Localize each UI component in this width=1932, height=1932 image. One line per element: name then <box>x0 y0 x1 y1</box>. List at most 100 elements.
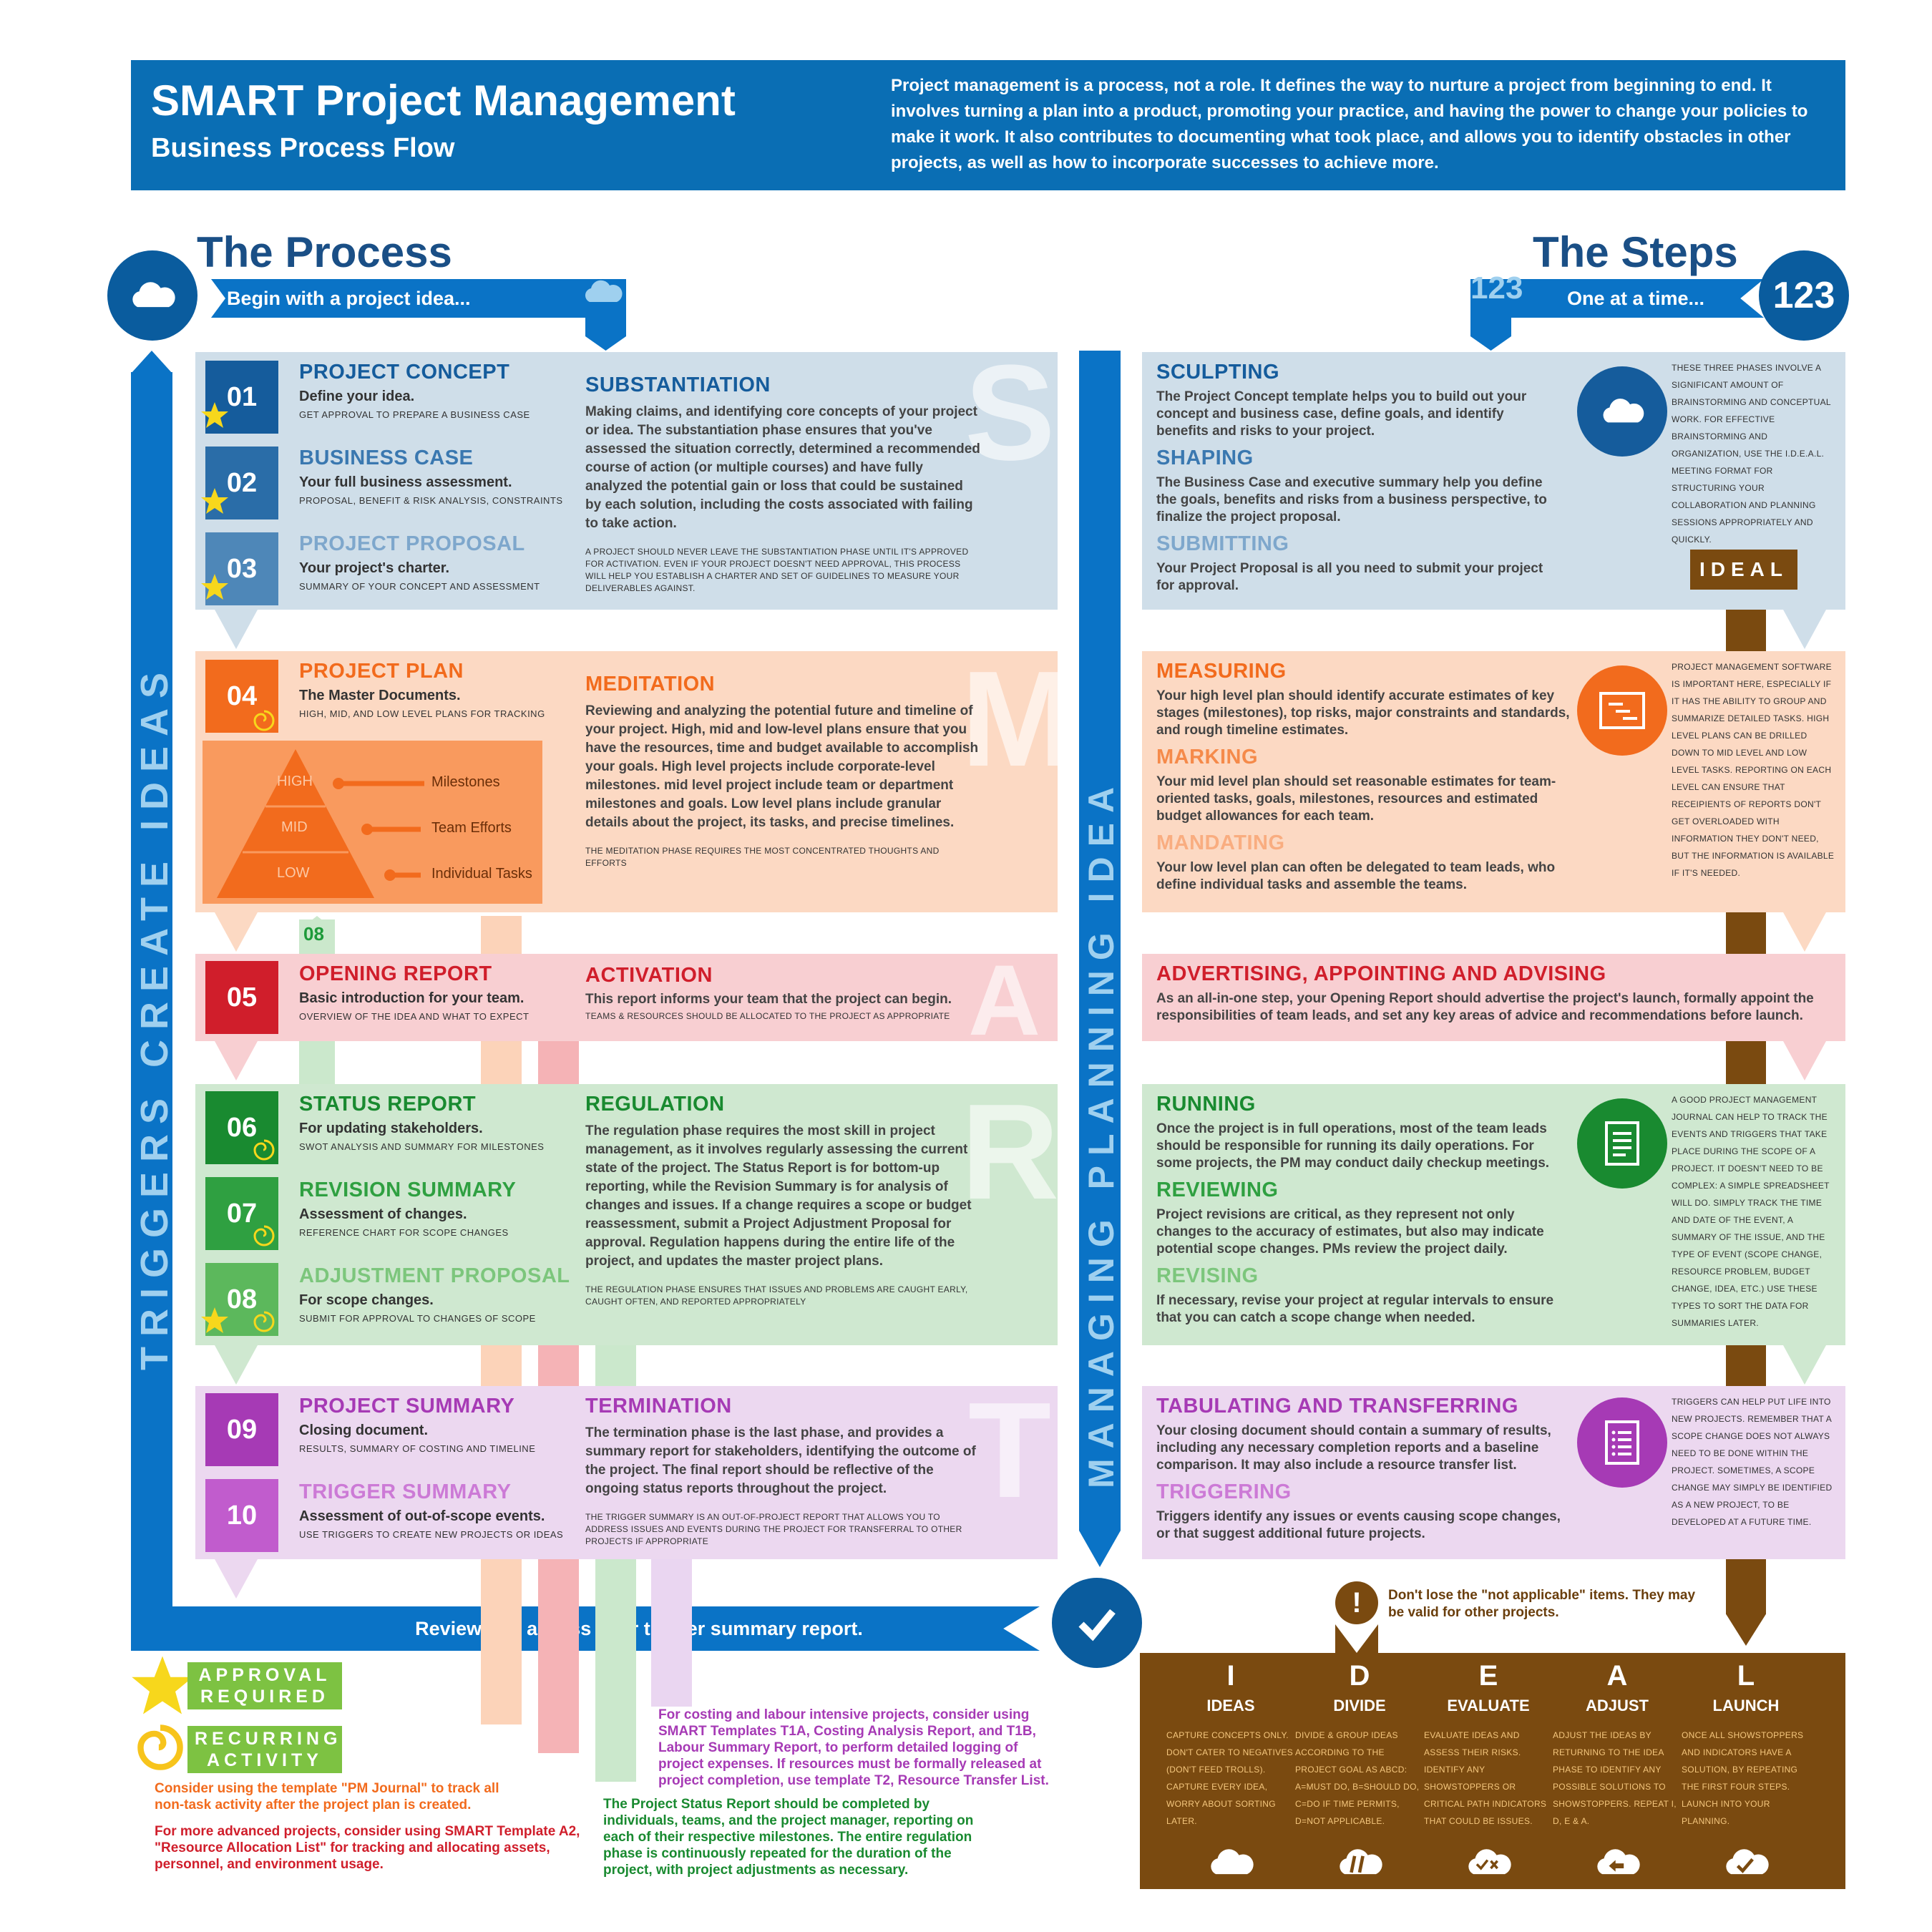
step-title: BUSINESS CASE <box>299 447 474 469</box>
legend-approval: APPROVAL REQUIRED <box>187 1662 342 1709</box>
ribbon-tail <box>585 315 626 351</box>
step-title: PROJECT CONCEPT <box>299 361 510 384</box>
phase-text: The regulation phase requires the most s… <box>585 1123 972 1269</box>
step-09-number: 09 <box>205 1393 278 1466</box>
pyramid-label-team: Team Efforts <box>431 820 512 836</box>
step-title: OPENING REPORT <box>299 962 492 985</box>
step-small: RESULTS, SUMMARY OF COSTING AND TIMELINE <box>299 1443 536 1454</box>
step-text: Your closing document should contain a s… <box>1156 1423 1551 1473</box>
ideal-letter: E <box>1478 1660 1498 1692</box>
ideal-notch <box>1335 1624 1378 1653</box>
ideal-desc: ADJUST THE IDEAS BY RETURNING TO THE IDE… <box>1553 1730 1677 1826</box>
step-title: REVIEWING <box>1156 1179 1279 1201</box>
arrow-up <box>131 351 172 374</box>
steps-ribbon: One at a time... <box>1470 279 1764 318</box>
star-icon <box>132 1656 193 1714</box>
step-title: MANDATING <box>1156 831 1285 854</box>
ideal-desc: DIVIDE & GROUP IDEAS ACCORDING TO THE PR… <box>1295 1730 1420 1826</box>
step-small: SUBMIT FOR APPROVAL TO CHANGES OF SCOPE <box>299 1313 536 1324</box>
note-orange: Consider using the template "PM Journal"… <box>155 1781 499 1813</box>
phase-title: SUBSTANTIATION <box>585 374 771 396</box>
step-title: REVISING <box>1156 1264 1259 1287</box>
ideal-word: DIVIDE <box>1333 1697 1386 1714</box>
step-sub: Closing document. <box>299 1423 428 1438</box>
phase-note: THE MEDITATION PHASE REQUIRES THE MOST C… <box>585 846 940 868</box>
step-title: PROJECT PROPOSAL <box>299 532 525 555</box>
gantt-icon <box>1577 665 1667 756</box>
step-sub: For scope changes. <box>299 1292 434 1308</box>
ideal-tag: IDEAL <box>1690 550 1797 590</box>
side-note-idea: THESE THREE PHASES INVOLVE A SIGNIFICANT… <box>1672 363 1831 545</box>
step-tabulating: TABULATING AND TRANSFERRING Your closing … <box>1156 1395 1571 1474</box>
step-07-number: 07 <box>205 1177 278 1250</box>
pyramid-label-tasks: Individual Tasks <box>431 866 532 882</box>
ideal-letter: A <box>1606 1660 1628 1692</box>
step-text: If necessary, revise your project at reg… <box>1156 1293 1554 1325</box>
phase-note: TEAMS & RESOURCES SHOULD BE ALLOCATED TO… <box>585 1011 950 1021</box>
cloud-adjust-icon <box>1597 1849 1640 1875</box>
ideal-word: IDEAS <box>1206 1697 1255 1714</box>
step-title: ADVERTISING, APPOINTING AND ADVISING <box>1156 962 1606 985</box>
ideal-letter: D <box>1349 1660 1370 1692</box>
arrow-down <box>1783 610 1826 649</box>
ideal-desc: EVALUATE IDEAS AND ASSESS THEIR RISKS. I… <box>1424 1730 1547 1826</box>
band-closing-steps: TABULATING AND TRANSFERRING Your closing … <box>1142 1386 1845 1559</box>
star-icon <box>201 574 228 600</box>
cloud-check-icon <box>1726 1849 1769 1875</box>
star-icon <box>201 402 228 428</box>
watermark-letter: T <box>968 1375 1052 1526</box>
step-05-number: 05 <box>205 961 278 1034</box>
process-ribbon: Begin with a project idea... <box>211 279 626 318</box>
step-text: Your high level plan should identify acc… <box>1156 688 1570 738</box>
step-title: SUBMITTING <box>1156 532 1289 555</box>
arrow-down <box>215 610 258 649</box>
step-small: GET APPROVAL TO PREPARE A BUSINESS CASE <box>299 409 530 420</box>
phase-note: THE REGULATION PHASE ENSURES THAT ISSUES… <box>585 1284 968 1307</box>
side-note-closing: TRIGGERS CAN HELP PUT LIFE INTO NEW PROJ… <box>1672 1397 1833 1527</box>
phase-substantiation: SUBSTANTIATION Making claims, and identif… <box>585 374 982 595</box>
step-sub: Your project's charter. <box>299 560 450 576</box>
step-06-number: 06 <box>205 1091 278 1164</box>
star-icon <box>201 1307 228 1333</box>
ideal-word: LAUNCH <box>1712 1697 1780 1714</box>
exclamation-icon: ! <box>1335 1581 1378 1624</box>
step-small: OVERVIEW OF THE IDEA AND WHAT TO EXPECT <box>299 1011 530 1022</box>
step-sub: For updating stakeholders. <box>299 1121 483 1136</box>
phase-text: Reviewing and analyzing the potential fu… <box>585 703 979 830</box>
arrow-down <box>215 912 258 952</box>
step-title: MEASURING <box>1156 660 1287 683</box>
header-banner: SMART Project Management Business Proces… <box>131 60 1845 190</box>
watermark-letter: A <box>968 944 1041 1056</box>
step-title: STATUS REPORT <box>299 1093 477 1116</box>
step-text: The Business Case and executive summary … <box>1156 475 1547 525</box>
ideal-col-d: D DIVIDE DIVIDE & GROUP IDEAS ACCORDING TO… <box>1295 1660 1424 1830</box>
phase-title: TERMINATION <box>585 1395 732 1418</box>
side-note-managing: A GOOD PROJECT MANAGEMENT JOURNAL CAN HE… <box>1672 1095 1830 1328</box>
step-title: TABULATING AND TRANSFERRING <box>1156 1395 1518 1418</box>
pyramid-high: HIGH <box>277 774 313 789</box>
arrow-down <box>1783 1345 1826 1385</box>
side-note-planning: PROJECT MANAGEMENT SOFTWARE IS IMPORTANT… <box>1672 662 1835 878</box>
cloud-icon <box>1577 366 1667 457</box>
page-subtitle: Business Process Flow <box>151 133 455 163</box>
recurring-icon <box>253 710 275 731</box>
step-small: PROPOSAL, BENEFIT & RISK ANALYSIS, CONST… <box>299 495 563 506</box>
step-sub: Assessment of out-of-scope events. <box>299 1508 545 1524</box>
phase-text: Making claims, and identifying core conc… <box>585 404 980 531</box>
note-purple: For costing and labour intensive project… <box>658 1707 1049 1788</box>
